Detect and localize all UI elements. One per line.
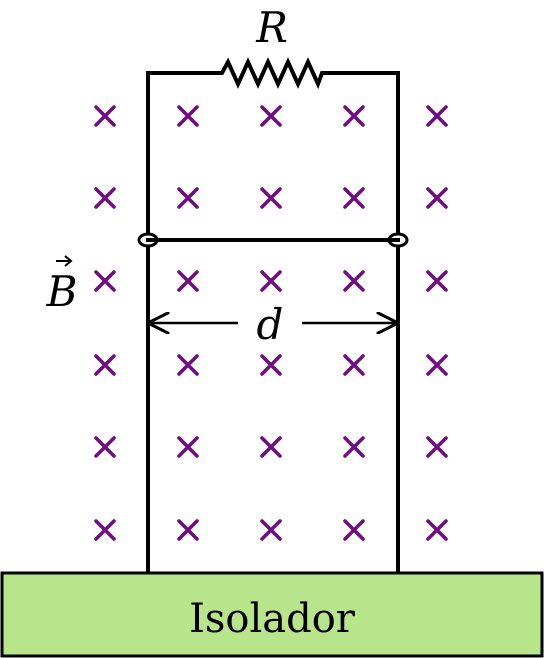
magnetic-field <box>94 105 448 541</box>
distance-label-background <box>238 300 302 348</box>
distance-label: d <box>257 300 284 349</box>
field-cross-icon <box>177 354 199 376</box>
insulator-base <box>0 571 544 658</box>
field-cross-icon <box>94 354 116 376</box>
field-cross-icon <box>343 105 365 127</box>
field-cross-icon <box>260 354 282 376</box>
circuit-rails <box>146 57 400 573</box>
field-cross-icon <box>94 519 116 541</box>
field-cross-icon <box>260 105 282 127</box>
field-cross-icon <box>343 436 365 458</box>
field-cross-icon <box>177 105 199 127</box>
field-cross-icon <box>343 354 365 376</box>
field-cross-icon <box>94 436 116 458</box>
field-cross-icon <box>426 436 448 458</box>
field-vector-label: B <box>46 255 78 316</box>
field-cross-icon <box>426 519 448 541</box>
field-label: B <box>46 267 78 316</box>
field-cross-icon <box>426 270 448 292</box>
field-cross-icon <box>260 519 282 541</box>
field-cross-icon <box>177 436 199 458</box>
field-cross-icon <box>94 270 116 292</box>
field-cross-icon <box>260 187 282 209</box>
field-cross-icon <box>426 105 448 127</box>
field-cross-icon <box>177 187 199 209</box>
resistor-label: R <box>255 3 288 52</box>
field-cross-icon <box>343 187 365 209</box>
field-cross-icon <box>94 187 116 209</box>
field-cross-icon <box>260 436 282 458</box>
field-cross-icon <box>94 105 116 127</box>
field-cross-icon <box>177 270 199 292</box>
field-cross-icon <box>426 354 448 376</box>
field-cross-icon <box>343 270 365 292</box>
field-cross-icon <box>260 270 282 292</box>
field-cross-icon <box>343 519 365 541</box>
field-cross-icon <box>177 519 199 541</box>
field-cross-icon <box>426 187 448 209</box>
vector-arrow-icon <box>56 255 73 267</box>
insulator-label: Isolador <box>189 596 356 642</box>
